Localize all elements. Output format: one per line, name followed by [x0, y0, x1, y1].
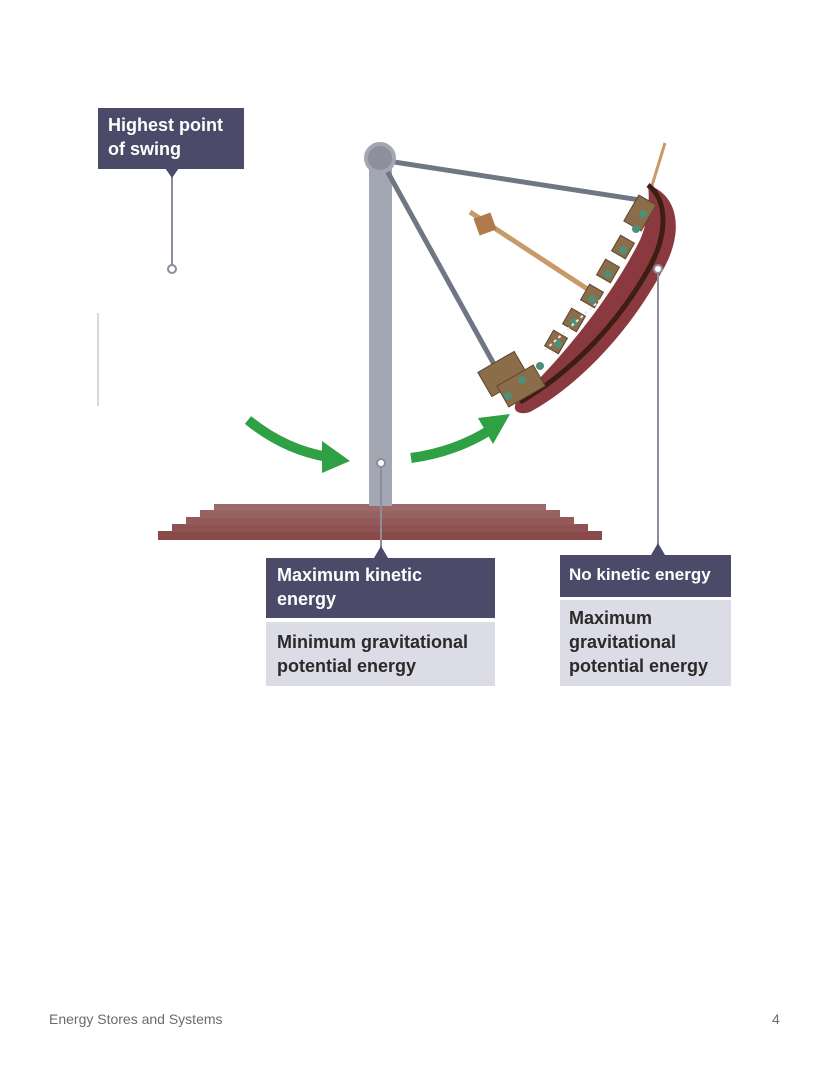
page-number: 4: [772, 1011, 780, 1027]
max-gpe-line-1: Maximum: [569, 608, 653, 628]
max-gpe-label: Maximum gravitational potential energy: [560, 600, 731, 686]
rope-upper: [380, 157, 641, 203]
pivot-circle: [364, 142, 396, 174]
min-gpe-label: Minimum gravitational potential energy: [266, 622, 495, 686]
no-kinetic-label: No kinetic energy: [560, 555, 731, 597]
support-pole: [369, 160, 392, 506]
min-gpe-line-2: potential energy: [277, 656, 417, 676]
max-gpe-line-2: gravitational: [569, 632, 677, 652]
label-pointers: [165, 168, 665, 558]
motion-arrows: [244, 414, 510, 473]
highest-point-label: Highest point of swing: [98, 108, 244, 169]
rope-lower: [378, 158, 503, 377]
highest-point-line-2: of swing: [108, 139, 181, 159]
max-gpe-line-3: potential energy: [569, 656, 709, 676]
footer-title: Energy Stores and Systems: [49, 1011, 223, 1027]
highest-point-line-1: Highest point: [108, 115, 223, 135]
pointer-lines: [167, 175, 663, 550]
max-kinetic-line-2: energy: [277, 589, 337, 609]
swing-ship: [468, 142, 676, 414]
swing-ship-illustration: [97, 142, 676, 558]
max-kinetic-label: Maximum kinetic energy: [266, 558, 495, 618]
no-kinetic-line-1: No kinetic energy: [569, 565, 711, 584]
max-kinetic-line-1: Maximum kinetic: [277, 565, 423, 585]
swing-ship-diagram: [97, 142, 676, 558]
min-gpe-line-1: Minimum gravitational: [277, 632, 469, 652]
